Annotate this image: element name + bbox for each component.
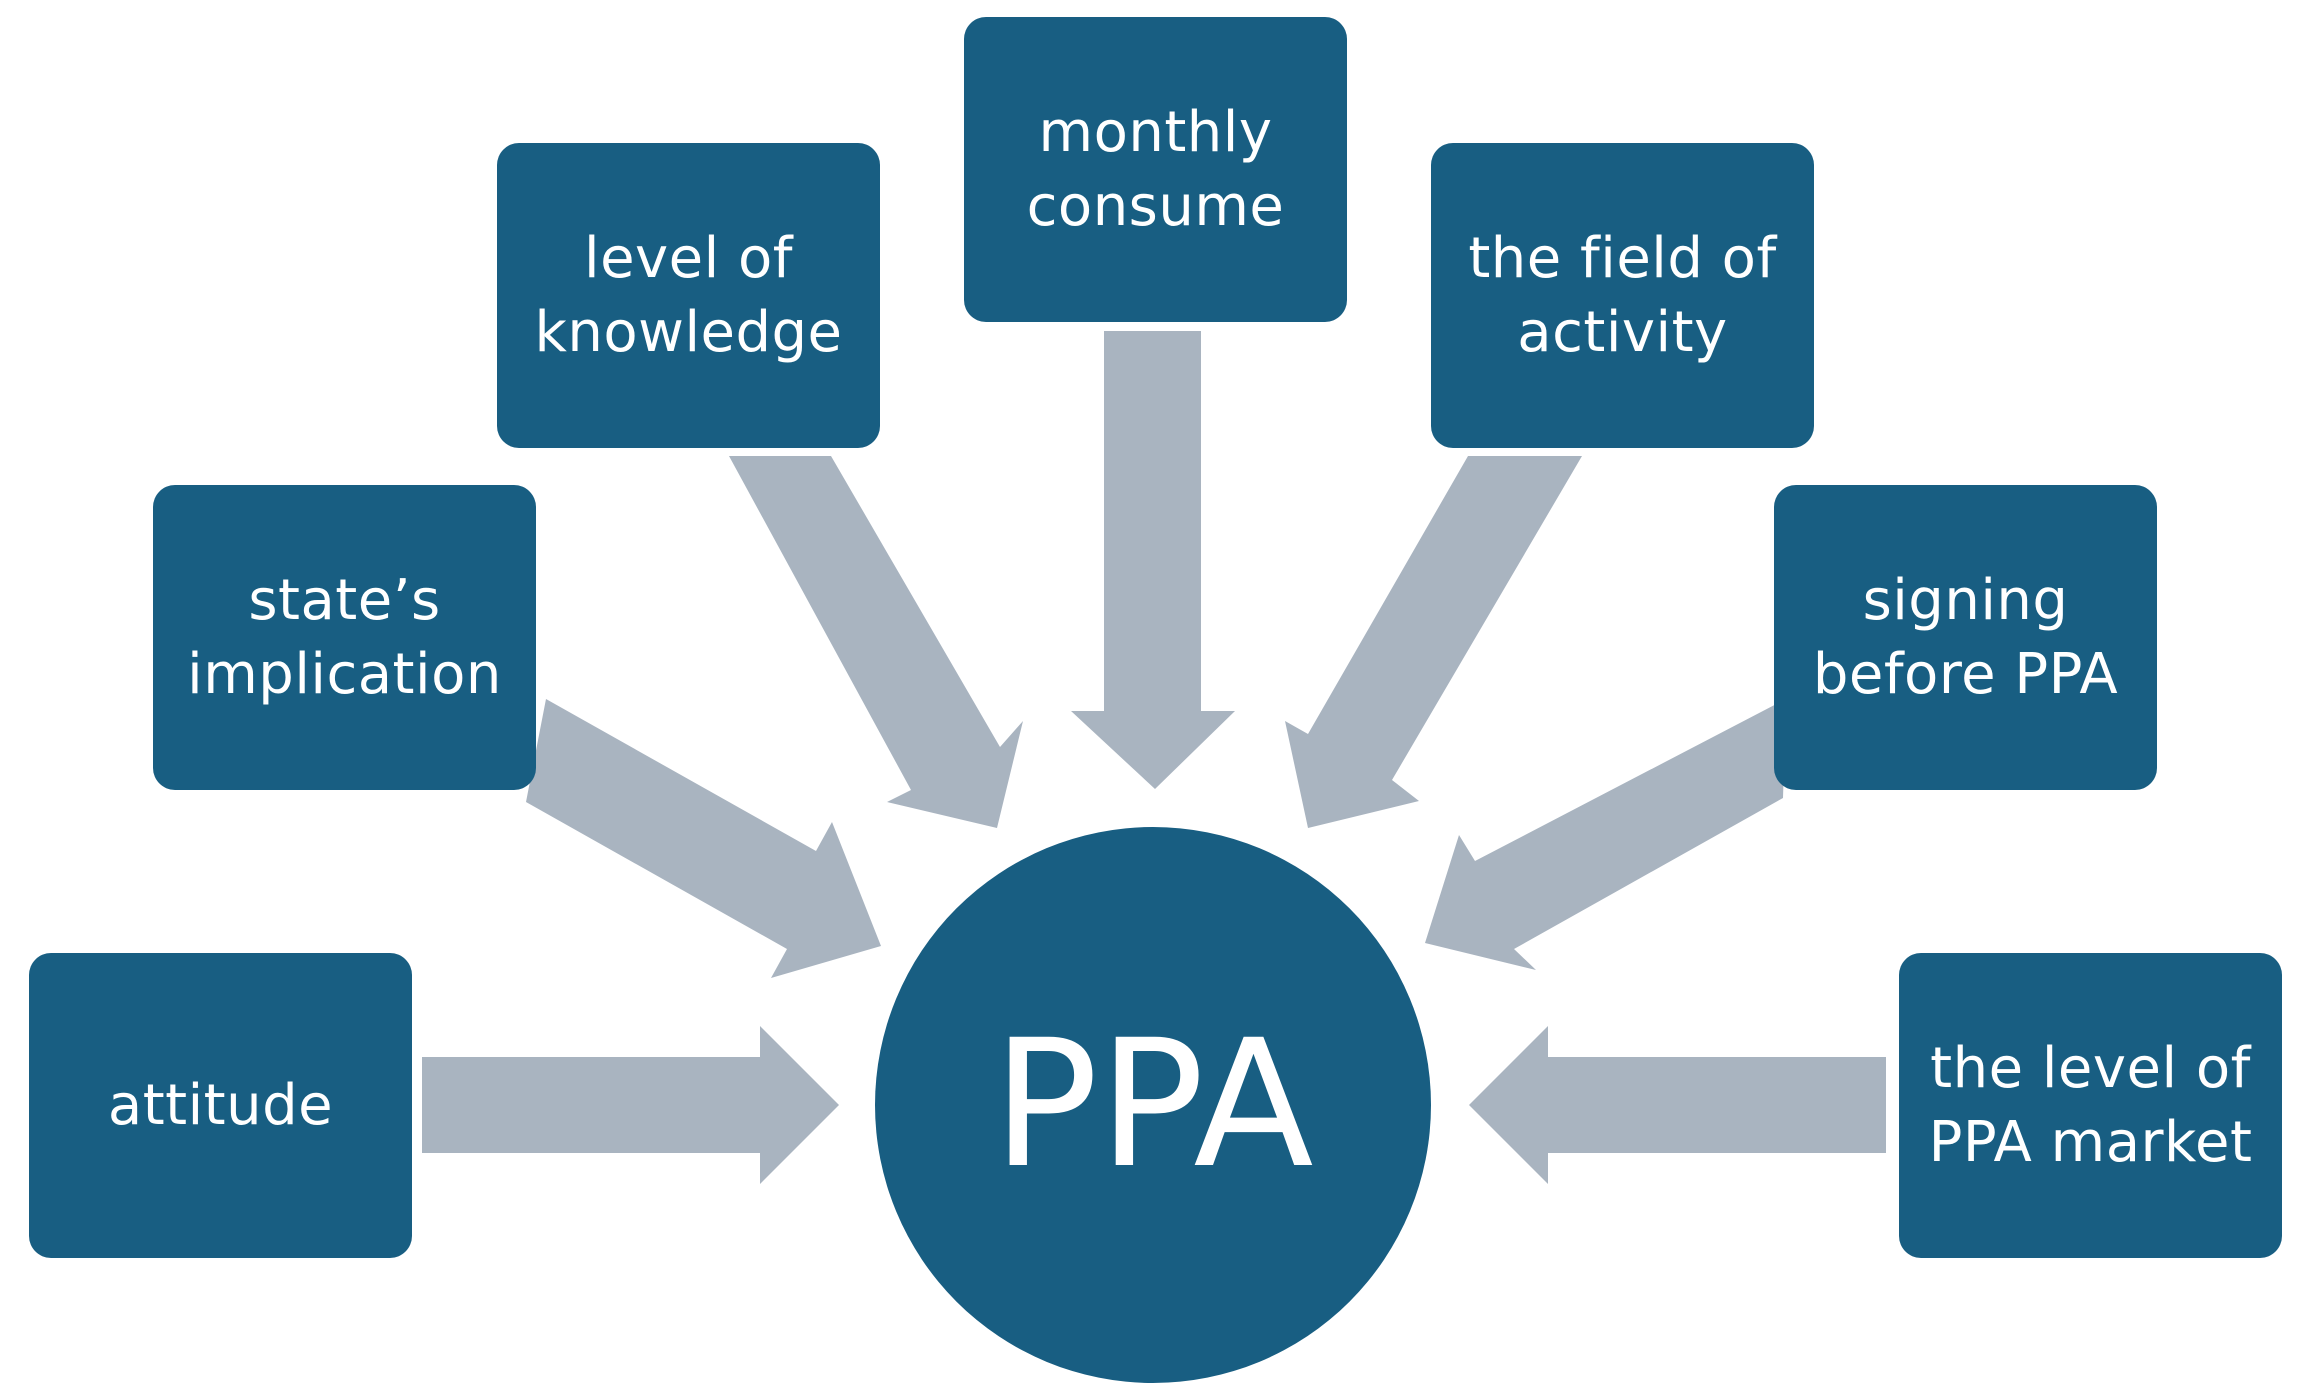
arrow-state-implication (526, 699, 881, 978)
arrow-level-of-ppa-market (1469, 1026, 1886, 1184)
factor-attitude: attitude (29, 953, 412, 1258)
arrow-monthly-consume (1071, 331, 1235, 789)
factor-level-of-knowledge: level of knowledge (497, 143, 880, 448)
arrow-signing-before-ppa (1425, 699, 1786, 970)
arrow-field-of-activity (1285, 456, 1582, 828)
arrow-level-of-knowledge (729, 456, 1023, 828)
factor-field-of-activity: the field of activity (1431, 143, 1814, 448)
factor-state-implication: state’s implication (153, 485, 536, 790)
hub-label: PPA (992, 1002, 1314, 1207)
ppa-hub-circle: PPA (875, 827, 1431, 1383)
arrow-attitude (422, 1026, 839, 1184)
factor-level-of-ppa-market: the level of PPA market (1899, 953, 2282, 1258)
factor-signing-before-ppa: signing before PPA (1774, 485, 2157, 790)
factor-monthly-consume: monthly consume (964, 17, 1347, 322)
